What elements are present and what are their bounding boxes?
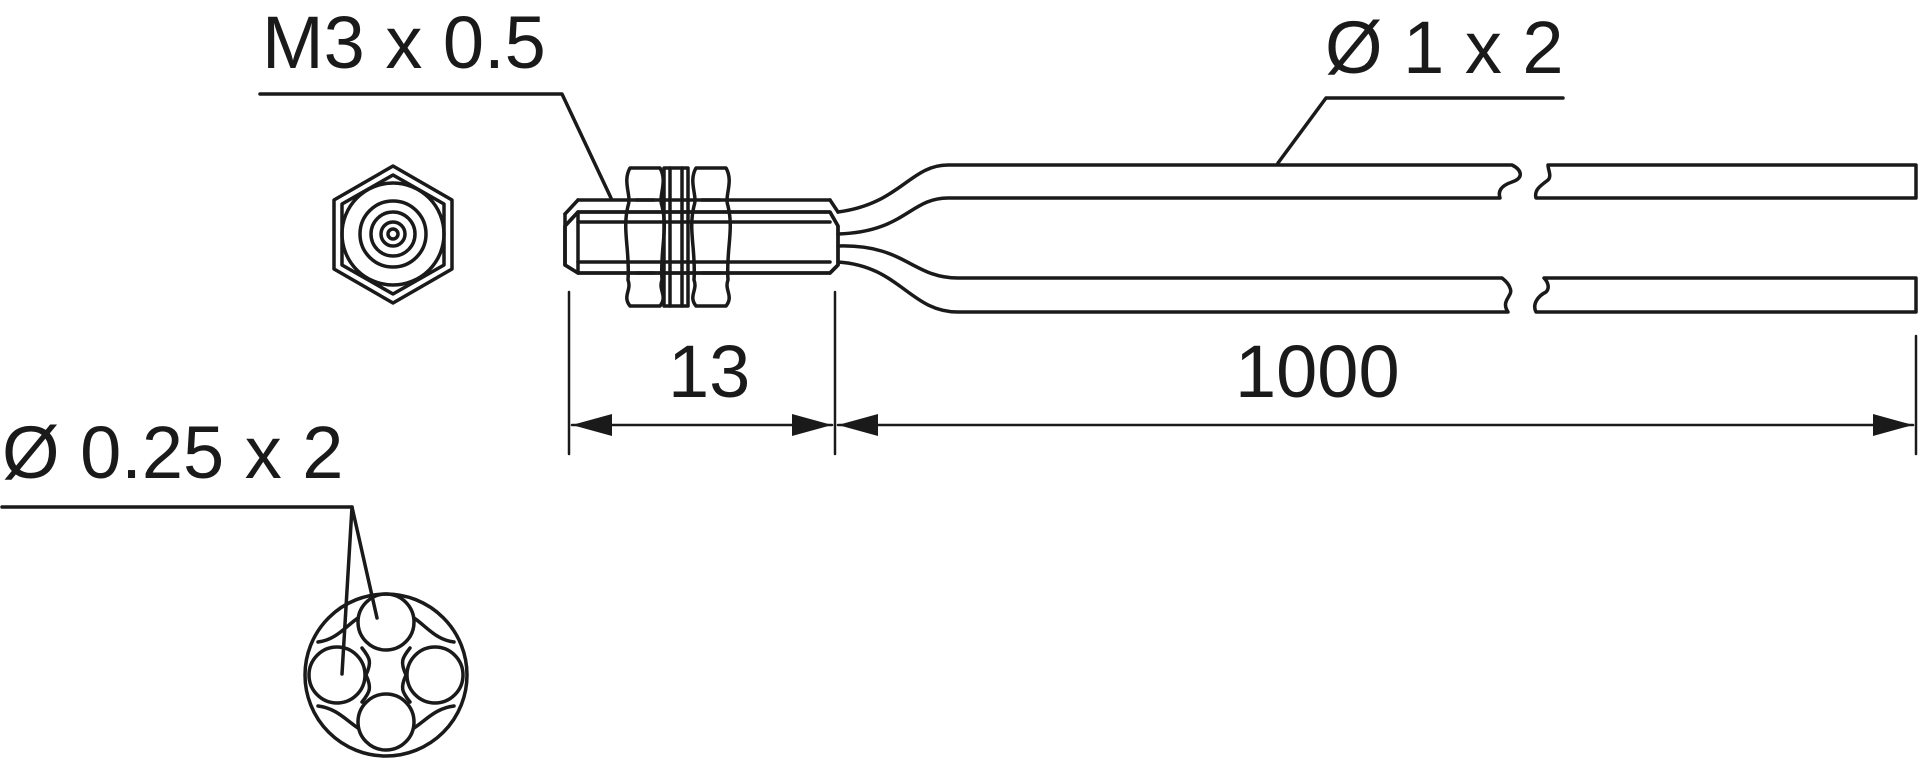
dimension-1000-label: 1000 [1235,330,1400,413]
dimension-lines [567,290,1918,456]
fiber-leader-line [0,505,379,676]
cable-diameter-label: Ø 1 x 2 [1325,6,1564,89]
dimension-13-label: 13 [668,330,750,413]
fiber-cable-pair [836,163,1918,314]
fiber-diameter-label: Ø 0.25 x 2 [2,411,343,494]
fiber-cross-section [303,592,469,758]
hex-nut-end-view [332,164,454,305]
cable-leader-line [1276,96,1565,165]
thread-spec-label: M3 x 0.5 [262,1,546,84]
thread-leader-line [258,92,613,200]
sensor-head-side-view [563,166,840,308]
